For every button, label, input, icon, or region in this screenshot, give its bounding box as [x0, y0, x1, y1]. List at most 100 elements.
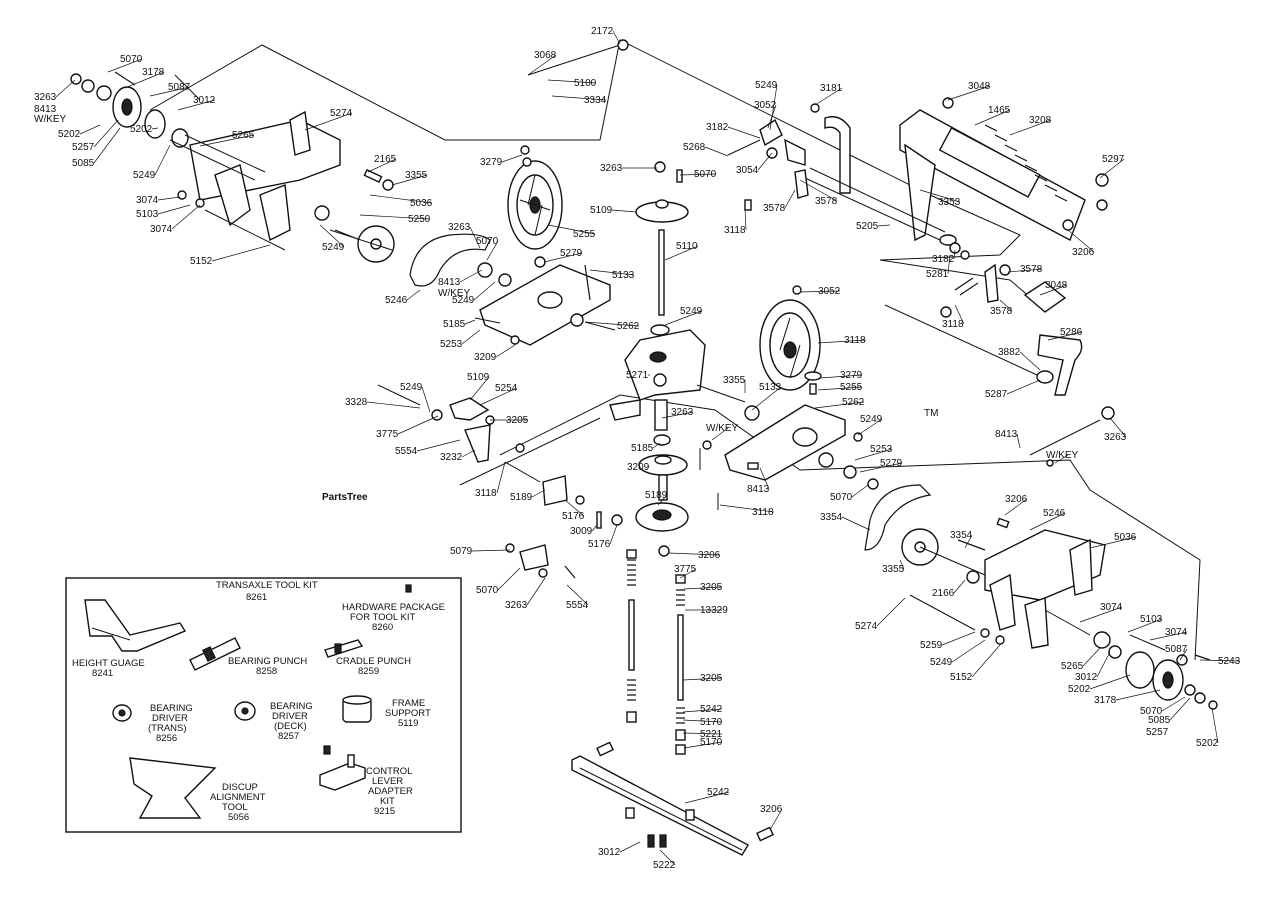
callout-leader — [661, 411, 694, 419]
callout-leader — [547, 79, 597, 84]
part-number-label: 5253 — [440, 339, 463, 350]
callout-leader — [397, 415, 439, 435]
callout-leader — [682, 719, 723, 723]
part-number-label: 3578 — [990, 306, 1013, 317]
part-number-label: 5133 — [759, 382, 782, 393]
callout-leader — [495, 344, 516, 358]
tool-cl-name3: ADAPTER — [368, 786, 413, 797]
callout-leader — [359, 214, 431, 220]
callout-leader — [1029, 512, 1066, 531]
part-number-label: 5070 — [120, 54, 143, 65]
right-transaxle-frame — [909, 517, 1106, 649]
callout-leader — [664, 310, 703, 326]
part-number-label: 5257 — [1146, 727, 1169, 738]
callout-leader — [684, 791, 730, 804]
part-number-label: 3052 — [754, 100, 777, 111]
tool-cl-num: 9215 — [374, 806, 395, 817]
part-number-label: 5286 — [1060, 327, 1083, 338]
tool-cl-name4: KIT — [380, 796, 395, 807]
callout-leader — [1161, 696, 1186, 712]
assembly-boundary-mid — [459, 417, 601, 486]
tool-fs-name2: SUPPORT — [385, 708, 431, 719]
part-number-label: 5185 — [443, 319, 466, 330]
watermark: PartsTree — [322, 492, 368, 503]
part-number-label: 5255 — [573, 229, 596, 240]
part-number-label: 5242 — [707, 787, 730, 798]
part-number-label: 5265 — [232, 130, 255, 141]
part-number-label: 3118 — [844, 335, 866, 346]
callout-leader — [1039, 284, 1068, 296]
part-number-label: 5271 — [626, 370, 649, 381]
tool-hw-name: HARDWARE PACKAGE — [342, 602, 445, 613]
callout-leader — [1109, 417, 1127, 438]
upper-pulley-left — [507, 145, 563, 250]
callout-leader — [1169, 697, 1191, 721]
part-number-label: 5274 — [855, 621, 878, 632]
part-number-label: 3263 — [34, 92, 57, 103]
callout-leader — [1047, 331, 1083, 341]
callout-leader — [551, 95, 607, 101]
callout-leader — [199, 134, 255, 147]
callout-leader — [947, 85, 991, 101]
part-number-label: 3052 — [818, 286, 841, 297]
callout-leader — [679, 568, 697, 579]
upper-right-levers — [727, 103, 957, 246]
callout-leader — [667, 552, 721, 556]
part-number-label: 3206 — [1005, 494, 1028, 505]
callout-leader — [124, 71, 165, 89]
part-number-label: 5265 — [1061, 661, 1084, 672]
callout-leader — [369, 194, 433, 204]
part-number-label: 2165 — [374, 154, 397, 165]
part-number-label: 5036 — [410, 198, 433, 209]
part-number-label: 8413 — [747, 484, 770, 495]
callout-leader — [406, 289, 421, 301]
callout-leader — [876, 597, 906, 627]
bearing-driver-deck-icon — [234, 701, 256, 721]
part-number-label: 2166 — [932, 588, 955, 599]
front-axle-bar — [571, 741, 774, 856]
part-number-label: 3328 — [345, 397, 368, 408]
assembly-boundary-left — [149, 39, 1046, 311]
callout-leader — [531, 489, 546, 498]
center-left-linkage — [377, 384, 623, 579]
assembly-boundary-right — [499, 394, 1201, 661]
part-number-label: 3208 — [1029, 115, 1052, 126]
part-number-label: 3181 — [820, 83, 843, 94]
tool-bdd-name3: (DECK) — [274, 721, 307, 732]
callout-leader — [941, 631, 976, 646]
part-number-label: 5202 — [130, 124, 153, 135]
callout-leader — [93, 119, 119, 148]
part-number-label: 5279 — [880, 458, 903, 469]
part-number-label: 5249 — [322, 242, 345, 253]
part-number-label: 3263 — [1104, 432, 1127, 443]
left-sprocket-chain — [329, 225, 491, 287]
callout-leader — [1096, 651, 1111, 678]
part-number-label: 5249 — [400, 382, 423, 393]
part-number-label: 5221 — [700, 729, 723, 740]
callout-leader — [877, 224, 891, 227]
part-number-label: 3209 — [474, 352, 497, 363]
center-vertical-rods — [626, 549, 686, 755]
part-number-label: 3206 — [698, 550, 721, 561]
callout-leader — [154, 144, 171, 176]
part-number-label: 3012 — [598, 847, 621, 858]
callout-leader — [751, 386, 782, 411]
part-number-label: 8413 — [995, 429, 1018, 440]
part-number-label: 5087 — [1165, 644, 1188, 655]
part-number-label: 5279 — [560, 248, 583, 259]
callout-leader — [319, 224, 345, 248]
part-number-label: 5189 — [645, 490, 668, 501]
part-number-label: 3775 — [674, 564, 697, 575]
part-number-label: 3354 — [820, 512, 843, 523]
right-sprocket-chain — [864, 484, 986, 584]
tool-bdt-name3: (TRANS) — [148, 723, 187, 734]
part-number-label: 3048 — [1045, 280, 1068, 291]
callout-leader — [486, 240, 499, 261]
part-number-label: 3279 — [840, 370, 863, 381]
tool-da-name: DISCUP — [222, 782, 258, 793]
part-number-label: 5242 — [700, 704, 723, 715]
cradle-punch-icon — [324, 639, 364, 658]
part-number-label: 5287 — [985, 389, 1008, 400]
callout-leader — [1079, 606, 1123, 623]
part-number-label: 3074 — [136, 195, 159, 206]
